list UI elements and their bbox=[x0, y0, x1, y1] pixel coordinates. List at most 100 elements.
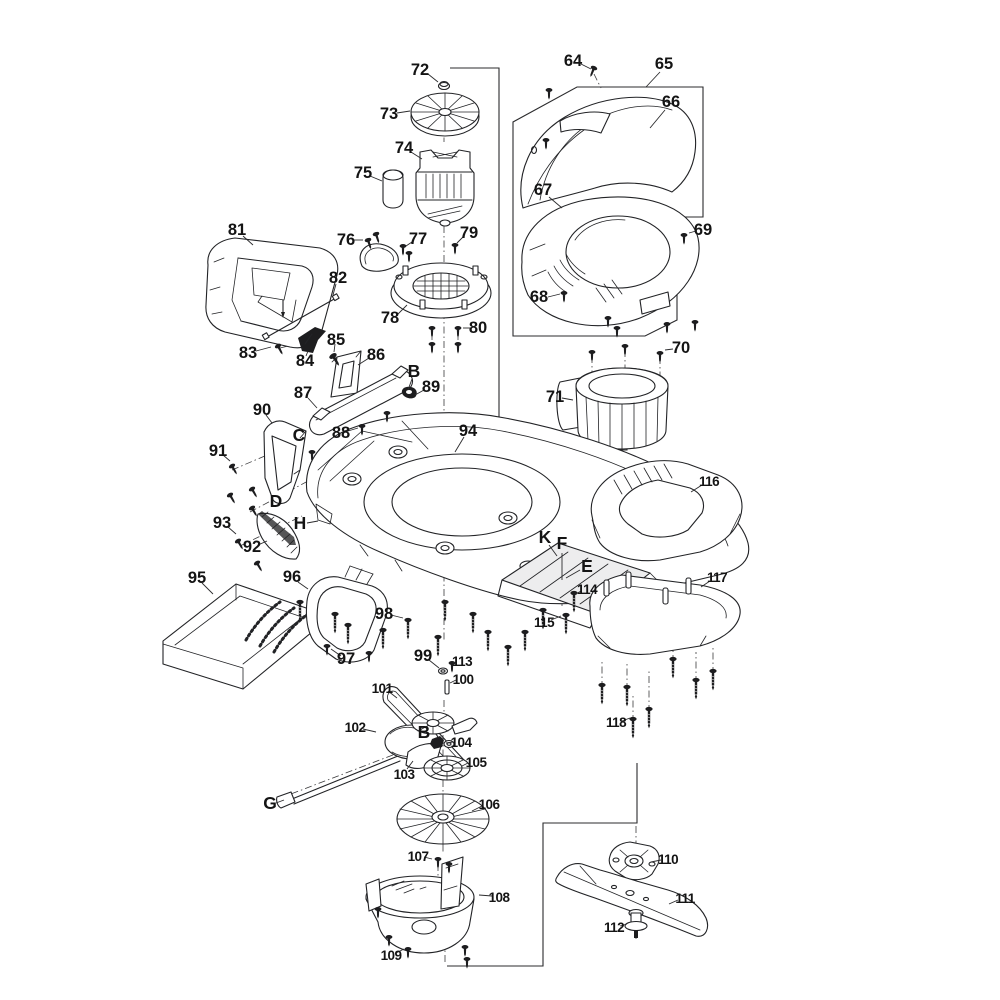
part-label-78-14: 78 bbox=[381, 309, 399, 327]
leader-line-H bbox=[306, 520, 319, 524]
leader-line-95 bbox=[201, 582, 214, 595]
part-label-101-37: 101 bbox=[372, 681, 394, 696]
part-label-100-36: 100 bbox=[453, 672, 474, 687]
leader-line-82 bbox=[332, 283, 337, 296]
part-label-81-17: 81 bbox=[228, 221, 246, 239]
insulation-sleeve-75 bbox=[382, 169, 404, 209]
part-label-116-52: 116 bbox=[699, 474, 720, 489]
blade-adapter-110 bbox=[608, 841, 660, 881]
part-label-109-45: 109 bbox=[381, 948, 402, 963]
part-label-83-19: 83 bbox=[239, 344, 257, 362]
part-label-115-51: 115 bbox=[534, 615, 555, 630]
leader-line-85 bbox=[333, 343, 336, 353]
part-label-H-63: H bbox=[294, 513, 307, 533]
part-label-91-27: 91 bbox=[209, 442, 227, 460]
leader-line-89 bbox=[414, 389, 425, 396]
leader-line-109 bbox=[395, 948, 405, 954]
leader-line-87 bbox=[307, 397, 318, 409]
fan-baffle-78 bbox=[359, 243, 492, 319]
handle-mount-116 bbox=[590, 460, 743, 562]
leader-line-102 bbox=[362, 728, 377, 733]
switch-frame-86 bbox=[330, 350, 362, 398]
part-label-89-25: 89 bbox=[422, 378, 440, 396]
leader-line-94 bbox=[454, 436, 465, 453]
part-label-G-62: G bbox=[263, 793, 277, 813]
part-label-104-40: 104 bbox=[451, 735, 473, 750]
leader-line-E bbox=[565, 569, 581, 579]
leader-line-69 bbox=[688, 230, 697, 234]
part-label-105-41: 105 bbox=[466, 755, 488, 770]
side-plate-90 bbox=[263, 420, 307, 505]
part-label-66-2: 66 bbox=[662, 93, 680, 111]
part-label-86-22: 86 bbox=[367, 346, 385, 364]
part-label-79-15: 79 bbox=[460, 224, 478, 242]
leader-line-100 bbox=[449, 679, 457, 684]
part-label-D-58: D bbox=[270, 491, 283, 511]
part-label-98-34: 98 bbox=[375, 605, 393, 623]
leader-line-79 bbox=[456, 236, 464, 244]
part-label-114-50: 114 bbox=[577, 582, 598, 597]
handle-bar-87 bbox=[308, 365, 414, 436]
leader-line-112 bbox=[619, 923, 628, 927]
leader-line-K bbox=[548, 544, 558, 557]
part-label-77-13: 77 bbox=[409, 230, 427, 248]
part-label-76-12: 76 bbox=[337, 231, 355, 249]
flange-nut-72 bbox=[437, 80, 451, 91]
part-label-82-18: 82 bbox=[329, 269, 347, 287]
leader-line-67 bbox=[548, 196, 563, 209]
leader-line-116 bbox=[690, 484, 703, 493]
part-label-84-20: 84 bbox=[296, 352, 315, 370]
leader-line-107 bbox=[423, 856, 433, 860]
part-label-111-47: 111 bbox=[675, 891, 695, 906]
leader-line-81 bbox=[242, 235, 254, 246]
leader-line-108 bbox=[478, 894, 493, 897]
part-label-C-57: C bbox=[293, 425, 306, 445]
part-label-118-54: 118 bbox=[606, 715, 627, 730]
lower-bracket-117 bbox=[589, 571, 741, 655]
leader-line-105 bbox=[461, 762, 469, 767]
part-label-B-56: B bbox=[418, 722, 431, 742]
leader-line-77 bbox=[405, 241, 413, 247]
cooling-fan-73 bbox=[410, 92, 480, 137]
leader-line-91 bbox=[222, 454, 231, 462]
motor-housing-67 bbox=[521, 196, 700, 327]
part-label-90-26: 90 bbox=[253, 401, 271, 419]
leader-line-106 bbox=[471, 805, 483, 812]
part-label-103-39: 103 bbox=[394, 767, 416, 782]
part-label-71-7: 71 bbox=[546, 388, 564, 406]
leader-line-78 bbox=[396, 304, 408, 316]
fan-guard-71 bbox=[556, 367, 669, 450]
part-label-69-5: 69 bbox=[694, 221, 712, 239]
blade-assembly-boundary bbox=[447, 763, 638, 967]
leader-line-115 bbox=[550, 615, 562, 621]
assembly-boundary-box-65 bbox=[512, 86, 704, 337]
leader-line-114 bbox=[575, 590, 582, 595]
part-label-112-48: 112 bbox=[604, 920, 624, 935]
part-label-80-16: 80 bbox=[469, 319, 487, 337]
discharge-door-96 bbox=[305, 565, 388, 663]
leader-line-103 bbox=[406, 760, 414, 770]
part-label-74-10: 74 bbox=[395, 139, 414, 157]
leader-line-G bbox=[275, 799, 285, 804]
part-label-67-3: 67 bbox=[534, 181, 552, 199]
clip-89 bbox=[401, 386, 417, 399]
leader-line-96 bbox=[297, 581, 309, 590]
part-label-K-61: K bbox=[539, 527, 552, 547]
part-label-97-33: 97 bbox=[337, 650, 355, 668]
leader-line-117 bbox=[700, 580, 711, 588]
part-label-73-9: 73 bbox=[380, 105, 398, 123]
part-label-64-0: 64 bbox=[564, 52, 583, 70]
part-label-B-55: B bbox=[408, 361, 421, 381]
part-label-108-44: 108 bbox=[489, 890, 511, 905]
leader-line-86 bbox=[357, 357, 370, 366]
part-label-F-60: F bbox=[557, 533, 568, 553]
leader-line-110 bbox=[650, 859, 662, 863]
blower-fan-106 bbox=[396, 793, 490, 845]
leader-line-92 bbox=[257, 540, 268, 546]
part-label-96-32: 96 bbox=[283, 568, 301, 586]
pulley-105 bbox=[423, 755, 471, 781]
leader-line-99 bbox=[428, 659, 440, 669]
leader-line-90 bbox=[265, 414, 273, 424]
leader-line-84 bbox=[305, 350, 309, 357]
part-label-113-49: 113 bbox=[452, 654, 473, 669]
